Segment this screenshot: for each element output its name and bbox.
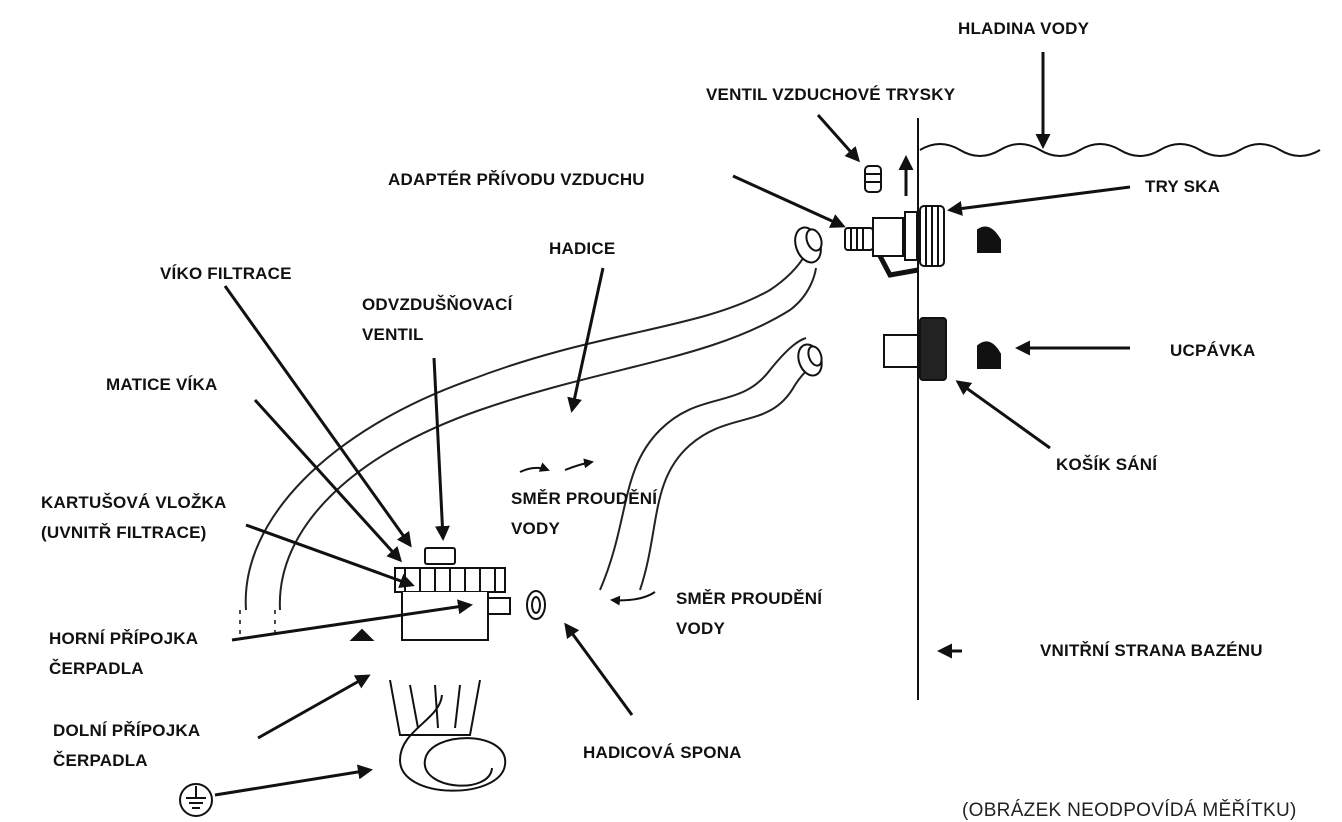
- label-flow-direction-2: SMĚR PROUDĚNÍ VODY: [676, 584, 822, 644]
- flow-arrow-1a: [519, 462, 550, 473]
- label-water-level: HLADINA VODY: [958, 19, 1090, 38]
- label-plug: UCPÁVKA: [1170, 341, 1256, 360]
- label-lower-pump-connection-line1: DOLNÍ PŘÍPOJKA: [53, 721, 201, 740]
- flow-arrow-2: [610, 591, 656, 606]
- suction-strainer-part: [883, 317, 1001, 381]
- arrow-filter-lid: [223, 285, 412, 548]
- label-upper-pump-connection: HORNÍ PŘÍPOJKA ČERPADLA: [49, 624, 198, 684]
- label-air-intake-adapter: ADAPTÉR PŘÍVODU VZDUCHU: [388, 170, 645, 189]
- air-jet-valve-part: [864, 165, 882, 193]
- arrow-hose-clamp: [564, 622, 634, 716]
- arrow-lid-nut: [253, 398, 403, 563]
- arrow-ground: [214, 764, 373, 797]
- scale-note: (OBRÁZEK NEODPOVÍDÁ MĚŘÍTKU): [962, 800, 1297, 821]
- label-hose: HADICE: [549, 239, 616, 258]
- label-hose-clamp: HADICOVÁ SPONA: [583, 743, 742, 762]
- arrow-air-intake-adapter: [732, 174, 846, 228]
- label-strainer: KOŠÍK SÁNÍ: [1056, 455, 1158, 474]
- label-bleed-valve-line1: ODVZDUŠŇOVACÍ: [362, 295, 513, 314]
- filter-pump: [349, 547, 511, 736]
- label-air-jet-valve: VENTIL VZDUCHOVÉ TRYSKY: [706, 85, 956, 104]
- label-lower-pump-connection: DOLNÍ PŘÍPOJKA ČERPADLA: [53, 716, 200, 776]
- label-lid-nut: MATICE VÍKA: [106, 375, 218, 394]
- label-jet: TRY SKA: [1145, 177, 1221, 196]
- label-flow-direction-1-line2: VODY: [511, 519, 560, 538]
- flow-arrow-1b: [564, 458, 594, 471]
- arrow-bleed-valve: [432, 357, 450, 541]
- label-flow-direction-2-line1: SMĚR PROUDĚNÍ: [676, 589, 823, 608]
- flow-arrows: [519, 458, 656, 606]
- label-flow-direction-1-line1: SMĚR PROUDĚNÍ: [511, 489, 658, 508]
- arrow-lower-pump-conn: [257, 674, 371, 740]
- hose-fitting-upper: [794, 226, 823, 264]
- ground-symbol-icon: [179, 783, 213, 817]
- label-cartridge-line2: (UVNITŘ FILTRACE): [41, 523, 207, 542]
- label-lower-pump-connection-line2: ČERPADLA: [53, 751, 148, 770]
- power-cord: [398, 694, 507, 792]
- water-surface: [919, 143, 1321, 157]
- arrow-upper-pump-conn: [231, 599, 473, 642]
- label-cartridge: KARTUŠOVÁ VLOŽKA (UVNITŘ FILTRACE): [41, 488, 226, 548]
- label-cartridge-line1: KARTUŠOVÁ VLOŽKA: [41, 493, 227, 512]
- hose-clamp-part: [526, 590, 546, 620]
- arrow-cartridge: [245, 523, 415, 588]
- label-filter-lid: VÍKO FILTRACE: [160, 264, 292, 283]
- label-pool-inside: VNITŘNÍ STRANA BAZÉNU: [1040, 641, 1263, 660]
- label-flow-direction-2-line2: VODY: [676, 619, 725, 638]
- jet-assembly: [844, 205, 1001, 278]
- arrow-strainer: [955, 380, 1051, 450]
- label-upper-pump-connection-line2: ČERPADLA: [49, 659, 144, 678]
- label-bleed-valve-line2: VENTIL: [362, 325, 424, 344]
- hose-upper: [244, 244, 817, 611]
- hose-fitting-lower: [797, 343, 823, 377]
- hose-lower: [599, 337, 815, 591]
- leader-arrows: [214, 52, 1131, 797]
- arrow-jet: [947, 185, 1131, 216]
- label-upper-pump-connection-line1: HORNÍ PŘÍPOJKA: [49, 629, 199, 648]
- label-flow-direction-1: SMĚR PROUDĚNÍ VODY: [511, 484, 657, 544]
- label-bleed-valve: ODVZDUŠŇOVACÍ VENTIL: [362, 290, 513, 350]
- arrow-hose: [567, 267, 605, 413]
- arrow-air-jet-valve: [816, 114, 860, 163]
